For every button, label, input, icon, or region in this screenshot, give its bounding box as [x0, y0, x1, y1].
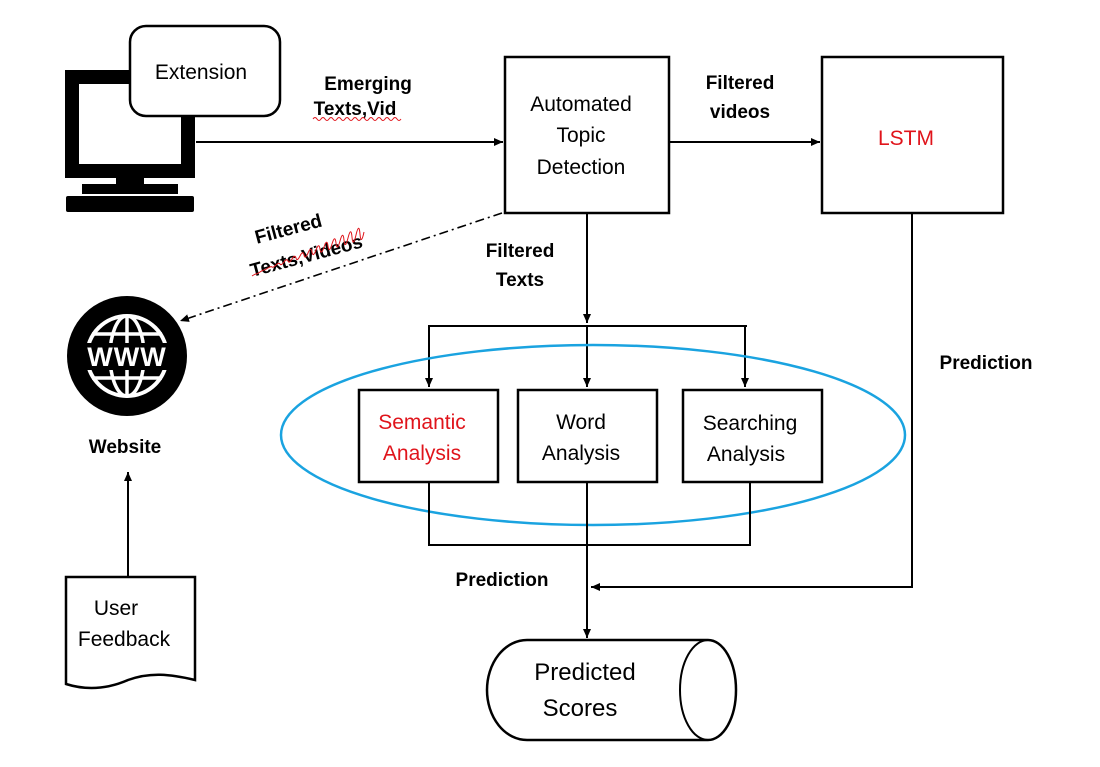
- edge-label-filtered-texts-line2: Texts: [496, 270, 544, 291]
- lstm-node: LSTM: [820, 55, 1005, 215]
- word-analysis-node: Word Analysis: [516, 388, 659, 484]
- edge-label-emerging-line1: Emerging: [324, 74, 412, 95]
- edge-label-emerging-line2: Texts,Vid: [314, 99, 397, 120]
- atd-label-line3: Detection: [537, 156, 626, 179]
- edge-label-filtered-videos-line2: videos: [710, 102, 770, 123]
- extension-node: Extension: [128, 24, 282, 118]
- lstm-label: LSTM: [878, 127, 934, 150]
- spellcheck-underline: [251, 227, 365, 277]
- arrow-lstm-to-scores: [591, 213, 913, 591]
- word-label-line2: Analysis: [542, 442, 620, 465]
- user-feedback-node: User Feedback: [64, 575, 197, 690]
- predicted-scores-node: Predicted Scores: [485, 638, 738, 742]
- atd-label-line2: Topic: [556, 124, 605, 147]
- scores-label-line2: Scores: [543, 695, 618, 722]
- website-globe-icon: WWW: [67, 296, 187, 416]
- edge-label-filtered-videos-line1: Filtered: [706, 73, 775, 94]
- semantic-label-line1: Semantic: [378, 411, 466, 434]
- feedback-label-line1: User: [94, 597, 138, 620]
- searching-label-line2: Analysis: [707, 443, 785, 466]
- edge-label-prediction-lstm: Prediction: [940, 353, 1033, 374]
- searching-label-line1: Searching: [703, 412, 798, 435]
- edge-label-filtered-texts-line1: Filtered: [486, 241, 555, 262]
- edge-label-prediction-analysis: Prediction: [456, 570, 549, 591]
- word-label-line1: Word: [556, 411, 606, 434]
- extension-label: Extension: [155, 61, 247, 84]
- arrow-topic-detection-to-website: [179, 212, 503, 322]
- spellcheck-underline: [312, 117, 402, 121]
- website-label: Website: [89, 437, 162, 458]
- semantic-label-line2: Analysis: [383, 442, 461, 465]
- analysis-group-ellipse: [279, 343, 907, 527]
- searching-analysis-node: Searching Analysis: [681, 388, 824, 484]
- website-icon-label: WWW: [87, 342, 166, 372]
- automated-topic-detection-node: Automated Topic Detection: [503, 55, 671, 215]
- atd-label-line1: Automated: [530, 93, 632, 116]
- feedback-label-line2: Feedback: [78, 628, 171, 651]
- semantic-analysis-node: Semantic Analysis: [357, 388, 500, 484]
- scores-label-line1: Predicted: [534, 659, 635, 686]
